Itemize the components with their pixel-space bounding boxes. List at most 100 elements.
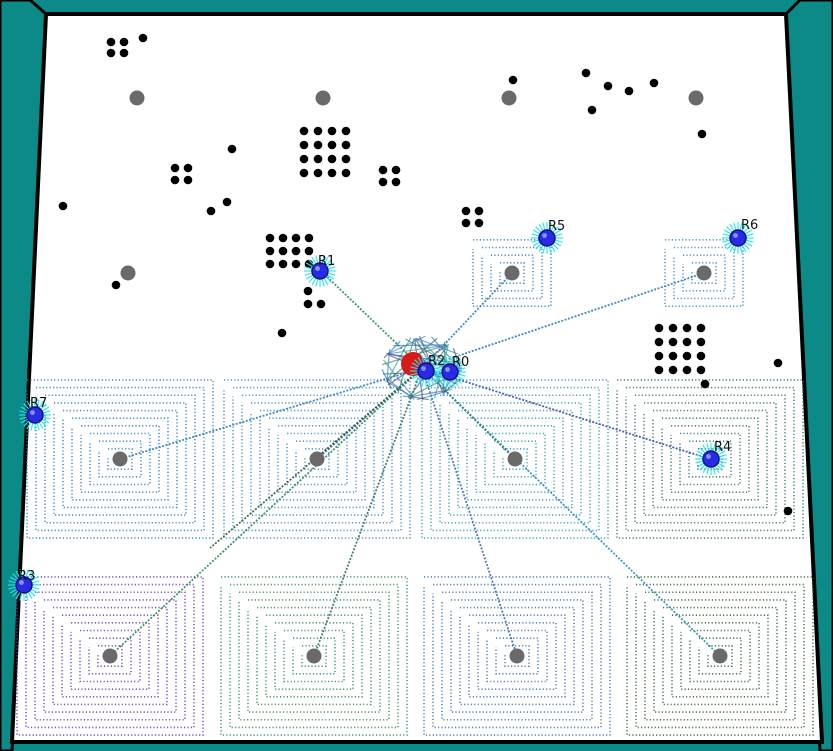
obstacle-icon: [474, 206, 484, 216]
robot-glow: [31, 580, 40, 584]
search-trail: [26, 379, 214, 539]
robot-glow: [535, 226, 542, 233]
obstacle-icon: [313, 154, 323, 164]
transit-trail: [383, 352, 390, 359]
robot-r3[interactable]: R3: [8, 569, 40, 601]
robot-glow: [323, 256, 329, 265]
obstacle-icon: [391, 165, 401, 175]
robot-glow: [12, 573, 19, 580]
robot-glow: [434, 373, 443, 377]
search-trail: [295, 440, 339, 478]
robot-r1[interactable]: R1: [304, 254, 336, 287]
search-trail: [421, 379, 609, 539]
robot-glow: [19, 592, 23, 601]
robot-glow: [427, 378, 431, 387]
obstacle-icon: [119, 48, 129, 58]
obstacle-icon: [291, 233, 301, 243]
search-trail: [616, 379, 804, 539]
robot-r4[interactable]: R4: [695, 440, 731, 475]
robot-label: R6: [741, 218, 758, 233]
robot-glow: [438, 360, 445, 367]
robot-glow: [41, 406, 50, 412]
robot-label: R2: [428, 354, 445, 369]
robot-glow: [729, 244, 735, 253]
transit-trail: [316, 367, 423, 460]
beacon-icon: [507, 451, 523, 467]
robot-glow: [550, 223, 556, 232]
robot-trails: [16, 239, 814, 736]
robot-highlight: [19, 580, 24, 585]
robot-r5[interactable]: R5: [531, 219, 565, 254]
robot-r0[interactable]: R0: [434, 355, 469, 388]
beacon-icon: [688, 90, 704, 106]
obstacle-icon: [278, 233, 288, 243]
robot-glow: [29, 573, 36, 580]
robot-glow: [15, 591, 21, 600]
robot-r2[interactable]: R2: [410, 354, 445, 387]
robot-glow: [457, 367, 466, 371]
obstacle-icon: [265, 246, 275, 256]
robot-glow: [325, 276, 332, 283]
obstacle-icon: [682, 365, 692, 375]
obstacle-icon: [587, 105, 597, 115]
robot-glow: [706, 466, 710, 475]
robot-glow: [23, 403, 30, 410]
obstacle-icon: [378, 165, 388, 175]
obstacle-icon: [697, 129, 707, 139]
robot-glow: [456, 375, 465, 381]
robot-glow: [411, 362, 420, 368]
search-trail: [71, 417, 169, 501]
obstacle-icon: [391, 177, 401, 187]
robot-glow: [411, 374, 420, 380]
robot-glow: [695, 460, 704, 464]
transit-trail: [421, 367, 711, 460]
transit-trail: [388, 344, 450, 355]
robot-glow: [532, 229, 541, 235]
search-trail: [44, 394, 196, 524]
robot-r6[interactable]: R6: [722, 218, 758, 254]
transit-trail: [313, 367, 423, 657]
robot-glow: [445, 379, 449, 388]
robot-label: R0: [452, 355, 469, 370]
obstacle-icon: [341, 140, 351, 150]
obstacle-icon: [278, 259, 288, 269]
robot-glow: [26, 400, 32, 409]
transit-trail: [119, 367, 423, 460]
robot-glow: [30, 399, 34, 408]
obstacle-icon: [265, 259, 275, 269]
robot-glow: [433, 372, 442, 376]
robot-glow: [429, 377, 435, 386]
robot-glow: [554, 233, 563, 237]
obstacle-icon: [682, 337, 692, 347]
beacon-icon: [112, 451, 128, 467]
robot-glow: [311, 277, 317, 286]
robot-glow: [29, 590, 36, 597]
robot-glow: [417, 377, 423, 386]
obstacle-icon: [278, 246, 288, 256]
beacon-icon: [712, 648, 728, 664]
obstacle-icon: [461, 206, 471, 216]
obstacle-icon: [327, 140, 337, 150]
robot-glow: [441, 357, 447, 366]
beacon-icon: [129, 90, 145, 106]
search-trail: [495, 637, 539, 675]
transit-trail: [410, 388, 452, 398]
robot-glow: [726, 226, 733, 233]
beacon-icon: [120, 265, 136, 281]
robot-glow: [538, 223, 544, 232]
search-trail: [477, 622, 557, 690]
search-trail: [98, 440, 142, 478]
search-trail: [441, 591, 593, 721]
search-trail: [644, 591, 796, 721]
robot-glow: [714, 465, 720, 474]
search-trail: [107, 447, 133, 471]
search-trail: [691, 261, 717, 285]
obstacle-icon: [170, 175, 180, 185]
robot-glow: [451, 356, 455, 365]
robot-glow: [8, 580, 17, 584]
search-trail: [688, 440, 732, 478]
robot-r7[interactable]: R7: [19, 396, 51, 431]
robot-glow: [410, 372, 419, 376]
robot-glow: [739, 245, 743, 254]
